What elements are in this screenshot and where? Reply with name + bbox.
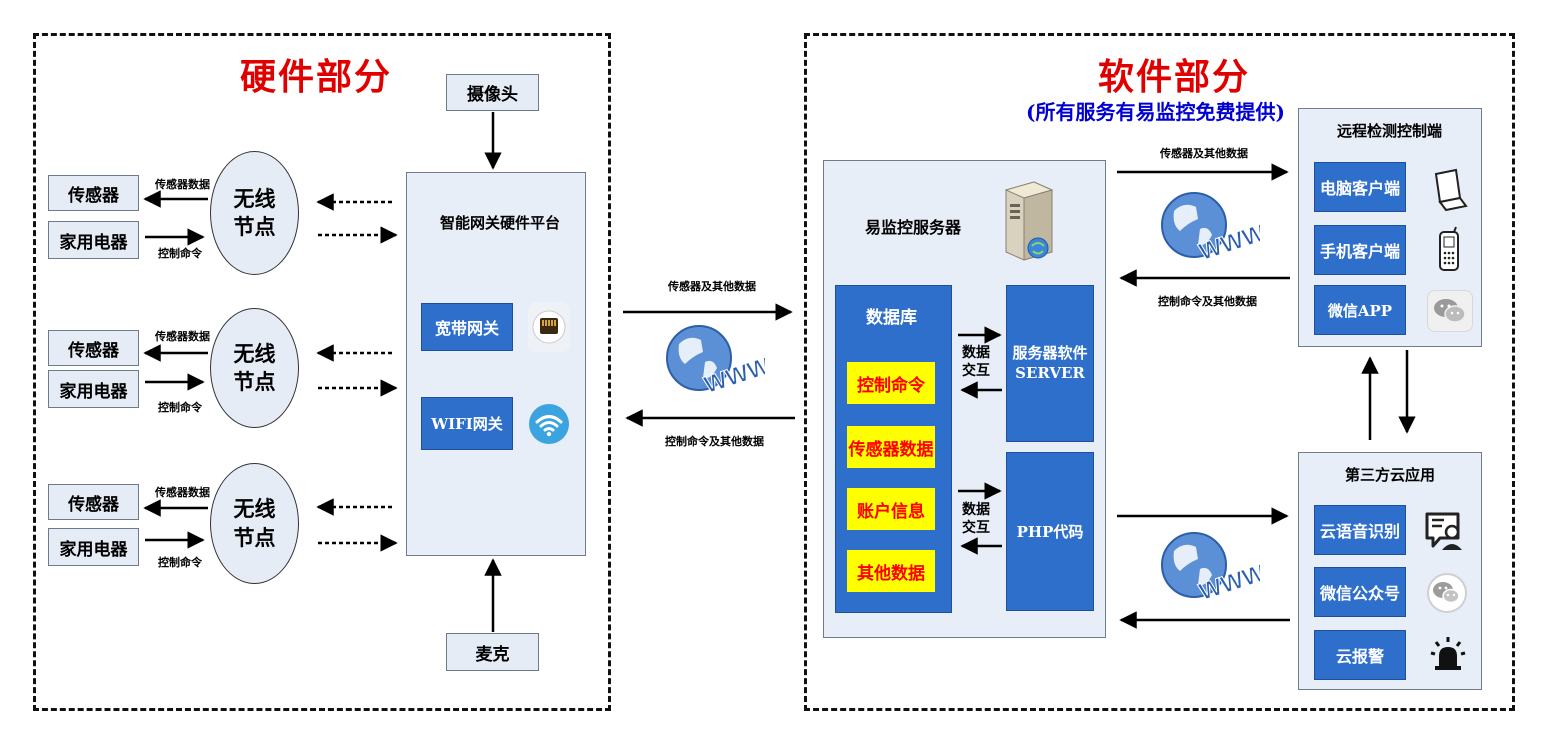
wechat-icon [1427,290,1473,332]
software-region [804,33,1515,711]
pc-client-box: 电脑客户端 [1314,162,1406,212]
appliance-box: 家用电器 [48,370,139,408]
data-exchange-label: 数据交互 [962,345,990,380]
data-exchange-line2: 交互 [962,519,990,536]
db-item-control-commands: 控制命令 [847,362,935,404]
cloud-alarm-box: 云报警 [1314,630,1406,680]
software-subtitle: (所有服务有易监控免费提供) [1026,100,1285,124]
data-exchange-label: 数据交互 [962,502,990,537]
wireless-node: 无线节点 [210,151,299,275]
voice-recognition-icon [1424,510,1464,552]
mic-box: 麦克 [446,633,539,671]
cloud-title: 第三方云应用 [1345,466,1436,484]
php-code-box: PHP代码 [1006,452,1094,611]
remote-upstream-label: 传感器及其他数据 [1160,147,1248,160]
downstream-label: 控制命令及其他数据 [665,435,764,448]
wifi-gateway-box: WIFI网关 [421,397,513,450]
gateway-platform-panel [406,172,586,556]
wireless-node-line2: 节点 [233,369,276,394]
www-globe-icon: WWW [655,318,775,408]
hardware-title: 硬件部分 [240,56,393,98]
server-tower-icon [998,178,1058,264]
control-command-label: 控制命令 [158,247,202,260]
appliance-box: 家用电器 [48,221,139,259]
wechat-icon [1426,572,1468,614]
appliance-box: 家用电器 [48,528,139,566]
control-command-label: 控制命令 [158,556,202,569]
server-software-sub: SERVER [1015,363,1085,382]
sensor-box: 传感器 [48,484,139,520]
www-globe-icon: WWW [1150,185,1270,275]
wireless-node-line1: 无线 [233,496,276,522]
hardware-region [33,33,611,711]
db-item-account-info: 账户信息 [847,488,935,530]
mobile-client-box: 手机客户端 [1314,225,1406,275]
gateway-platform-title: 智能网关硬件平台 [440,214,561,232]
data-exchange-line2: 交互 [962,362,990,379]
wireless-node-line1: 无线 [233,340,276,366]
wifi-icon [528,403,570,445]
remote-downstream-label: 控制命令及其他数据 [1158,295,1257,308]
upstream-label: 传感器及其他数据 [668,280,756,293]
broadband-gateway-box: 宽带网关 [421,303,513,351]
sensor-data-label: 传感器数据 [155,178,210,191]
software-title: 软件部分 [1098,56,1251,98]
ethernet-port-icon [528,302,570,352]
server-title: 易监控服务器 [865,218,962,237]
sensor-box: 传感器 [48,175,139,211]
monitor-icon [1430,168,1470,214]
data-exchange-line1: 数据 [962,502,990,518]
voice-recognition-box: 云语音识别 [1314,505,1406,555]
wireless-node: 无线节点 [210,308,299,428]
db-item-other-data: 其他数据 [847,550,935,592]
www-globe-icon: WWW [1150,525,1270,615]
db-item-sensor-data: 传感器数据 [847,426,935,468]
server-software-label: 服务器软件 [1012,344,1088,362]
database-title: 数据库 [866,308,917,328]
camera-box: 摄像头 [446,74,539,111]
sensor-data-label: 传感器数据 [155,330,210,343]
wireless-node-line2: 节点 [233,524,276,550]
mobile-phone-icon [1436,226,1462,274]
sensor-data-label: 传感器数据 [155,486,210,499]
control-command-label: 控制命令 [158,401,202,414]
wechat-app-box: 微信APP [1314,285,1406,335]
data-exchange-line1: 数据 [962,345,990,361]
wireless-node-line1: 无线 [233,185,276,211]
remote-title: 远程检测控制端 [1337,122,1443,140]
wechat-official-box: 微信公众号 [1314,567,1406,617]
wireless-node-line2: 节点 [233,214,276,239]
wireless-node: 无线节点 [210,463,299,584]
alarm-siren-icon [1428,634,1468,674]
sensor-box: 传感器 [48,330,139,366]
